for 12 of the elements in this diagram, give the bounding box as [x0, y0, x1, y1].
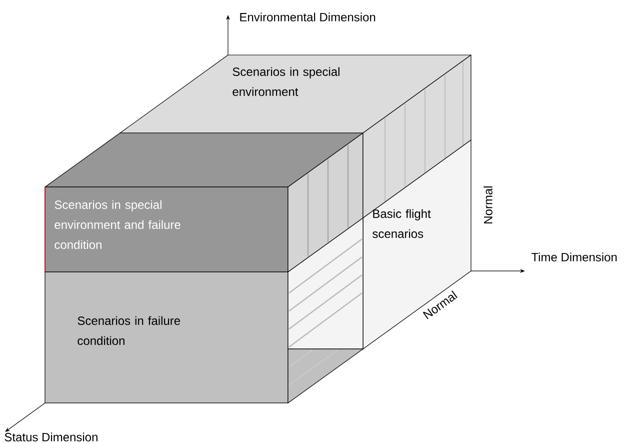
cube-face: [288, 132, 364, 272]
axis-label: Environmental Dimension: [240, 12, 376, 22]
axis-label: Time Dimension: [531, 252, 617, 262]
cube-face: [362, 54, 472, 218]
scenario-face: Scenarios in special environment and failure condition: [44, 186, 288, 272]
cube-face: [288, 218, 364, 350]
cube-face: [44, 132, 364, 188]
axis-label: Status Dimension: [4, 432, 98, 442]
cube-face: [288, 348, 364, 404]
level-label: Normal: [484, 186, 492, 224]
scenario-face: Scenarios in failure condition: [44, 272, 288, 404]
scenario-face: Scenarios in special environment: [120, 54, 472, 134]
